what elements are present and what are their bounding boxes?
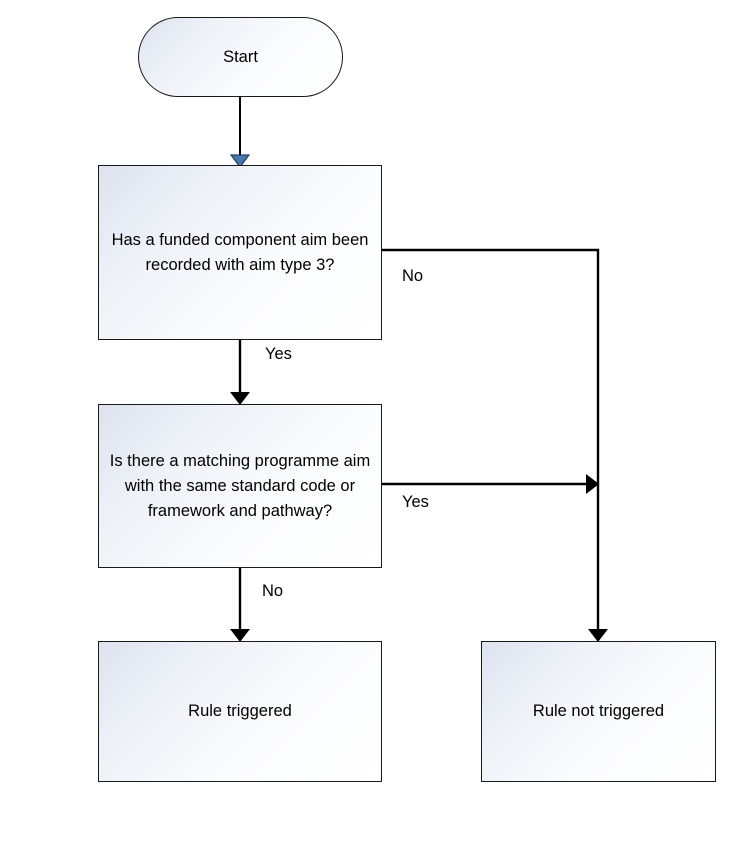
- edge-label-decision2-yes: Yes: [402, 493, 429, 511]
- node-decision-aim-type-label: Has a funded component aim been recorded…: [111, 230, 369, 274]
- edge-start-to-decision1: [229, 97, 251, 168]
- edge-decision1-yes: [230, 340, 250, 405]
- edge-decision1-no: [382, 248, 608, 642]
- node-start[interactable]: Start: [138, 17, 343, 97]
- node-rule-triggered-label: Rule triggered: [188, 702, 292, 720]
- node-decision-match[interactable]: Is there a matching programme aim with t…: [98, 404, 382, 568]
- edge-label-decision1-no: No: [402, 267, 424, 285]
- edge-decision2-no: [230, 568, 250, 642]
- node-decision-match-label: Is there a matching programme aim with t…: [109, 451, 371, 520]
- node-rule-not-triggered[interactable]: Rule not triggered: [481, 641, 716, 782]
- node-start-label: Start: [223, 47, 258, 66]
- node-rule-triggered[interactable]: Rule triggered: [98, 641, 382, 782]
- node-decision-aim-type[interactable]: Has a funded component aim been recorded…: [98, 165, 382, 340]
- edge-label-decision2-no: No: [262, 582, 284, 600]
- edge-decision2-yes: [382, 474, 599, 494]
- node-rule-not-triggered-label: Rule not triggered: [532, 702, 665, 720]
- edge-label-decision1-yes: Yes: [265, 345, 292, 363]
